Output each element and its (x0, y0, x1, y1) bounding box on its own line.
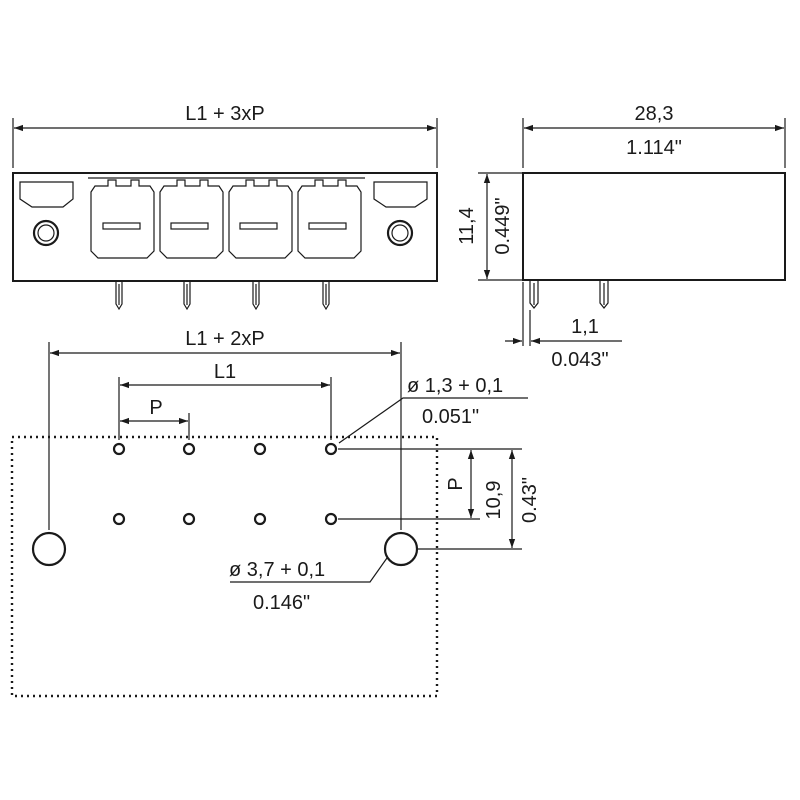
small-hole-mm-label: ø 1,3 + 0,1 (407, 375, 503, 397)
pin-hole (253, 442, 267, 456)
front-view: L1 + 3xP (12, 103, 438, 311)
height-in-label: 0.449" (492, 197, 514, 254)
side-housing (522, 172, 786, 281)
side-view: 28,3 1.114" 11,4 0.449" 1,1 0.043" (456, 103, 786, 371)
pin-hole (324, 512, 338, 526)
pin (183, 282, 191, 311)
row-pitch-label: P (445, 477, 467, 490)
side-width-in-label: 1.114" (626, 137, 682, 159)
connector-housing (12, 172, 438, 282)
pin (252, 282, 260, 311)
row-span-in-label: 0.43" (519, 477, 541, 523)
front-width-label: L1 + 3xP (185, 103, 265, 125)
height-mm-label: 11,4 (456, 207, 478, 244)
mount-hole-right (383, 531, 419, 567)
pin (115, 282, 123, 311)
mount-hole-left (31, 531, 67, 567)
footprint-view: L1 + 2xP L1 P ø 1,3 + 0,1 0.051" (10, 328, 541, 698)
terminal-cell (90, 179, 155, 259)
l1-label: L1 (214, 361, 236, 383)
left-mount-boss (32, 219, 60, 247)
big-hole-leader (230, 557, 388, 583)
terminal-cell (228, 179, 293, 259)
side-width-mm-label: 28,3 (635, 103, 674, 125)
pin-hole (182, 442, 196, 456)
left-flange (19, 181, 74, 208)
pin-hole (182, 512, 196, 526)
big-hole-in-label: 0.146" (253, 592, 310, 614)
row-span-mm-label: 10,9 (483, 481, 505, 520)
small-hole-leader (338, 397, 528, 444)
pin-hole (324, 442, 338, 456)
pin (529, 281, 539, 309)
pin-hole (112, 442, 126, 456)
big-hole-mm-label: ø 3,7 + 0,1 (229, 559, 325, 581)
right-mount-boss (386, 219, 414, 247)
right-flange (373, 181, 428, 208)
pin (322, 282, 330, 311)
pin-offset-mm-label: 1,1 (571, 316, 599, 338)
terminal-cell (159, 179, 224, 259)
mount-span-label: L1 + 2xP (185, 328, 265, 350)
terminal-cell (297, 179, 362, 259)
pin-hole (112, 512, 126, 526)
pin-hole (253, 512, 267, 526)
pin (599, 281, 609, 309)
pitch-label: P (149, 397, 162, 419)
pcb-outline (10, 435, 439, 698)
pin-offset-in-label: 0.043" (551, 349, 608, 371)
small-hole-in-label: 0.051" (422, 406, 479, 428)
